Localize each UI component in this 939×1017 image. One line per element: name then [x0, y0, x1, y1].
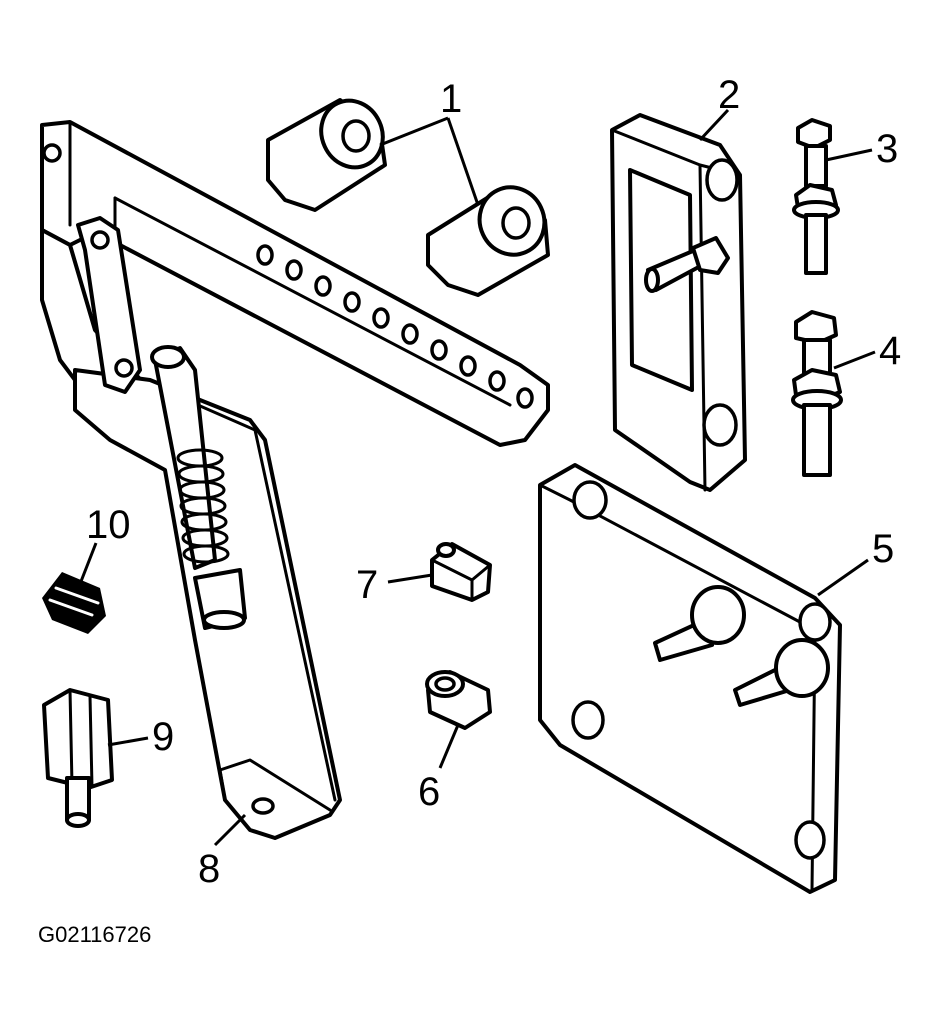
callout-4: 4 — [879, 329, 901, 373]
sleeve-nut — [425, 670, 492, 730]
stud-long — [791, 310, 843, 477]
square-nut — [430, 542, 492, 602]
stud-short — [792, 118, 840, 275]
hex-adapter — [42, 688, 114, 828]
spacer-pair — [266, 98, 550, 297]
callout-2: 2 — [718, 73, 740, 117]
spring-coils — [176, 448, 230, 564]
callout-1: 1 — [440, 77, 462, 121]
callout-9: 9 — [152, 715, 174, 759]
clamp-block — [610, 113, 747, 492]
callout-5: 5 — [872, 527, 894, 571]
callout-7: 7 — [356, 563, 378, 607]
base-plate — [538, 463, 842, 894]
callout-labels: 1 2 3 4 5 6 7 8 9 10 — [86, 73, 901, 891]
leader-lines — [78, 108, 876, 847]
callout-6: 6 — [418, 770, 440, 814]
figure-id: G02116726 — [38, 922, 151, 947]
callout-8: 8 — [198, 847, 220, 891]
bracket-frame — [40, 120, 550, 840]
small-spring — [42, 572, 106, 634]
callout-3: 3 — [876, 127, 898, 171]
callout-10: 10 — [86, 503, 131, 547]
